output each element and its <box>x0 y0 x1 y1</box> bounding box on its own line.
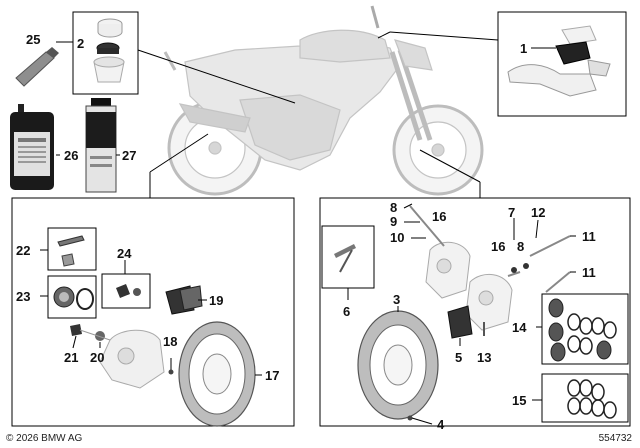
callout-24: 24 <box>117 246 132 261</box>
callout-25: 25 <box>26 32 40 47</box>
rear-brake-box <box>11 133 295 427</box>
callout-5: 5 <box>455 350 462 365</box>
part-2-box <box>72 11 296 104</box>
callout-4: 4 <box>437 417 445 432</box>
callout-3: 3 <box>393 292 400 307</box>
oil-bottle-part <box>10 104 54 190</box>
leader-lines <box>40 41 556 349</box>
callout-7: 7 <box>508 205 515 220</box>
callout-21: 21 <box>64 350 78 365</box>
callout-19: 19 <box>209 293 223 308</box>
callout-11-top: 11 <box>582 229 596 244</box>
callout-2: 2 <box>77 36 84 51</box>
callout-13: 13 <box>477 350 491 365</box>
part-1-box <box>377 11 627 117</box>
callout-16-right: 16 <box>491 239 505 254</box>
callout-20: 20 <box>90 350 104 365</box>
callout-14: 14 <box>512 320 527 335</box>
spray-can-part <box>85 98 117 193</box>
callout-26: 26 <box>64 148 78 163</box>
callout-10: 10 <box>390 230 404 245</box>
diagram-id: 554732 <box>598 433 632 444</box>
copyright-text: © 2026 BMW AG <box>6 433 83 444</box>
callout-23: 23 <box>16 289 30 304</box>
callout-9: 9 <box>390 214 397 229</box>
callout-labels: 25 26 27 2 1 22 24 23 19 18 21 20 17 8 9… <box>16 32 596 432</box>
callout-11-mid: 11 <box>582 265 596 280</box>
callout-8-top: 8 <box>390 200 397 215</box>
callout-6: 6 <box>343 304 350 319</box>
motorcycle-illustration <box>163 5 484 196</box>
callout-8-mid: 8 <box>517 239 524 254</box>
callout-22: 22 <box>16 243 30 258</box>
callout-18: 18 <box>163 334 177 349</box>
callout-16-left: 16 <box>432 209 446 224</box>
front-brake-box <box>319 149 631 427</box>
grease-tube-part <box>15 47 59 87</box>
callout-1: 1 <box>520 41 527 56</box>
callout-17: 17 <box>265 368 279 383</box>
callout-12: 12 <box>531 205 545 220</box>
callout-15: 15 <box>512 393 526 408</box>
callout-27: 27 <box>122 148 136 163</box>
